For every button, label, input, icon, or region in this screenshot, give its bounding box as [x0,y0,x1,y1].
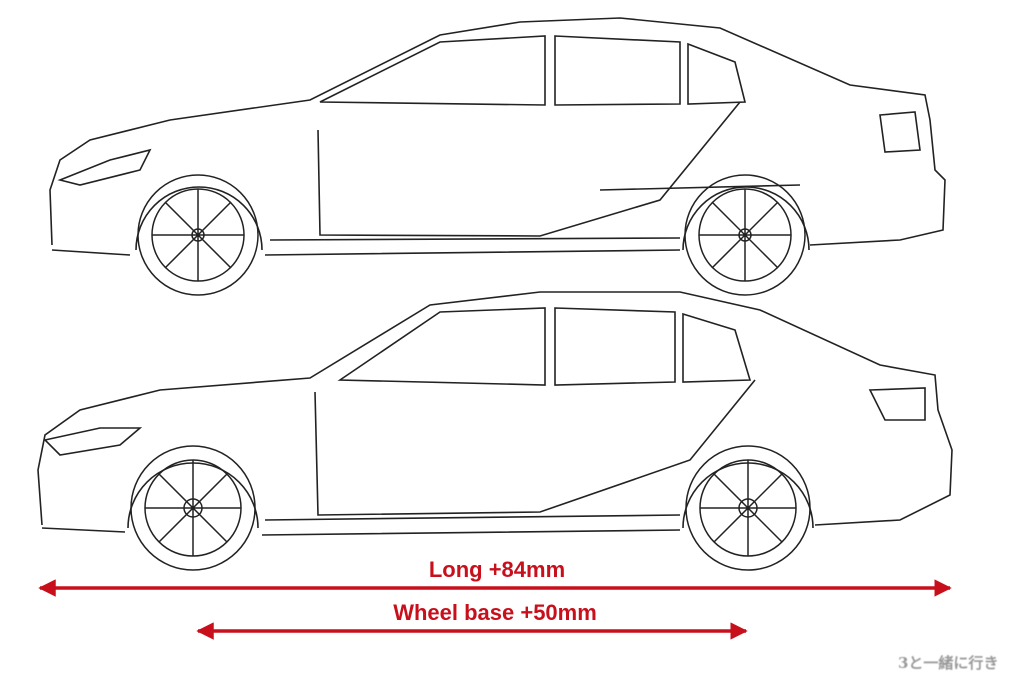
wheelbase-label: Wheel base +50mm [393,600,597,625]
top-car-rear-wheel [684,174,806,296]
top-car-outline [49,17,946,256]
top-car-front-wheel [137,174,259,296]
bottom-car-rear-wheel [685,445,811,571]
length-label: Long +84mm [428,557,566,582]
bottom-car-front-wheel [130,445,256,571]
bottom-car-outline [37,291,953,536]
subtitle-caption: 3と一緒に行き [898,654,999,672]
